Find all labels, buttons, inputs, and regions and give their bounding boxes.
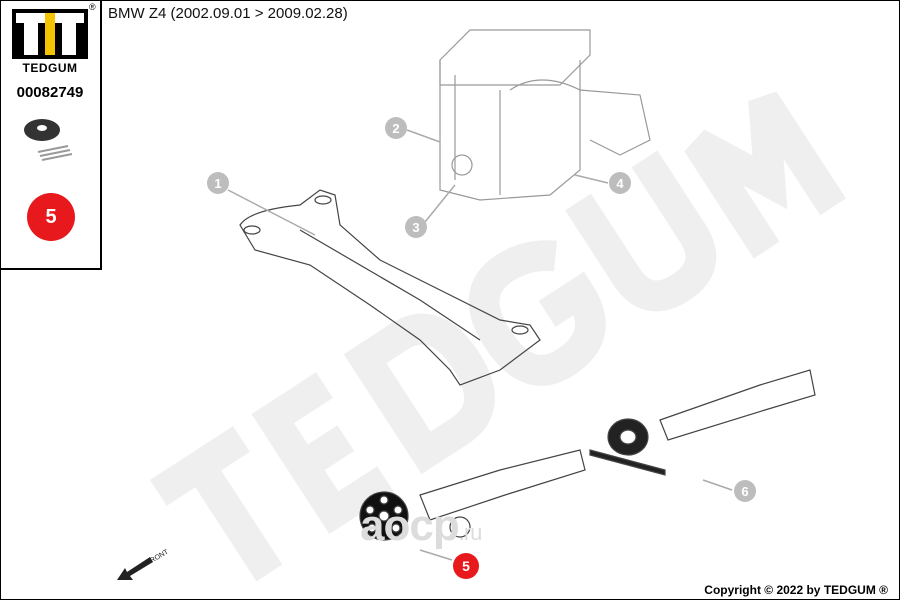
registered-mark: ® [89, 2, 96, 12]
part-thumbnail[interactable] [18, 110, 82, 170]
part-sidebar: ® TEDGUM 00082749 5 [0, 0, 102, 270]
crossmember-drawing [239, 189, 541, 386]
center-bearing-drawing [589, 418, 666, 476]
callout-3[interactable]: 3 [405, 216, 427, 238]
site-watermark-tld: .ru [458, 520, 483, 545]
tedgum-logo [12, 9, 88, 59]
callout-6[interactable]: 6 [734, 480, 756, 502]
vehicle-title: BMW Z4 (2002.09.01 > 2009.02.28) [108, 5, 348, 22]
callout-1[interactable]: 1 [207, 172, 229, 194]
brand-name: TEDGUM [22, 61, 78, 75]
callout-5[interactable]: 5 [453, 553, 479, 579]
callout-4[interactable]: 4 [609, 172, 631, 194]
copyright: Copyright © 2022 by TEDGUM ® [704, 583, 888, 597]
site-watermark: aocp.ru [360, 501, 483, 550]
front-arrow-icon [117, 557, 153, 580]
driveshaft-drawing [419, 369, 816, 538]
engine-drawing [439, 29, 651, 201]
callout-2[interactable]: 2 [385, 117, 407, 139]
site-watermark-main: aocp [360, 501, 460, 550]
selected-callout-badge: 5 [27, 193, 75, 241]
flex-disc-drawing [359, 491, 409, 541]
part-number: 00082749 [16, 84, 84, 101]
front-label: FRONT [146, 548, 171, 566]
